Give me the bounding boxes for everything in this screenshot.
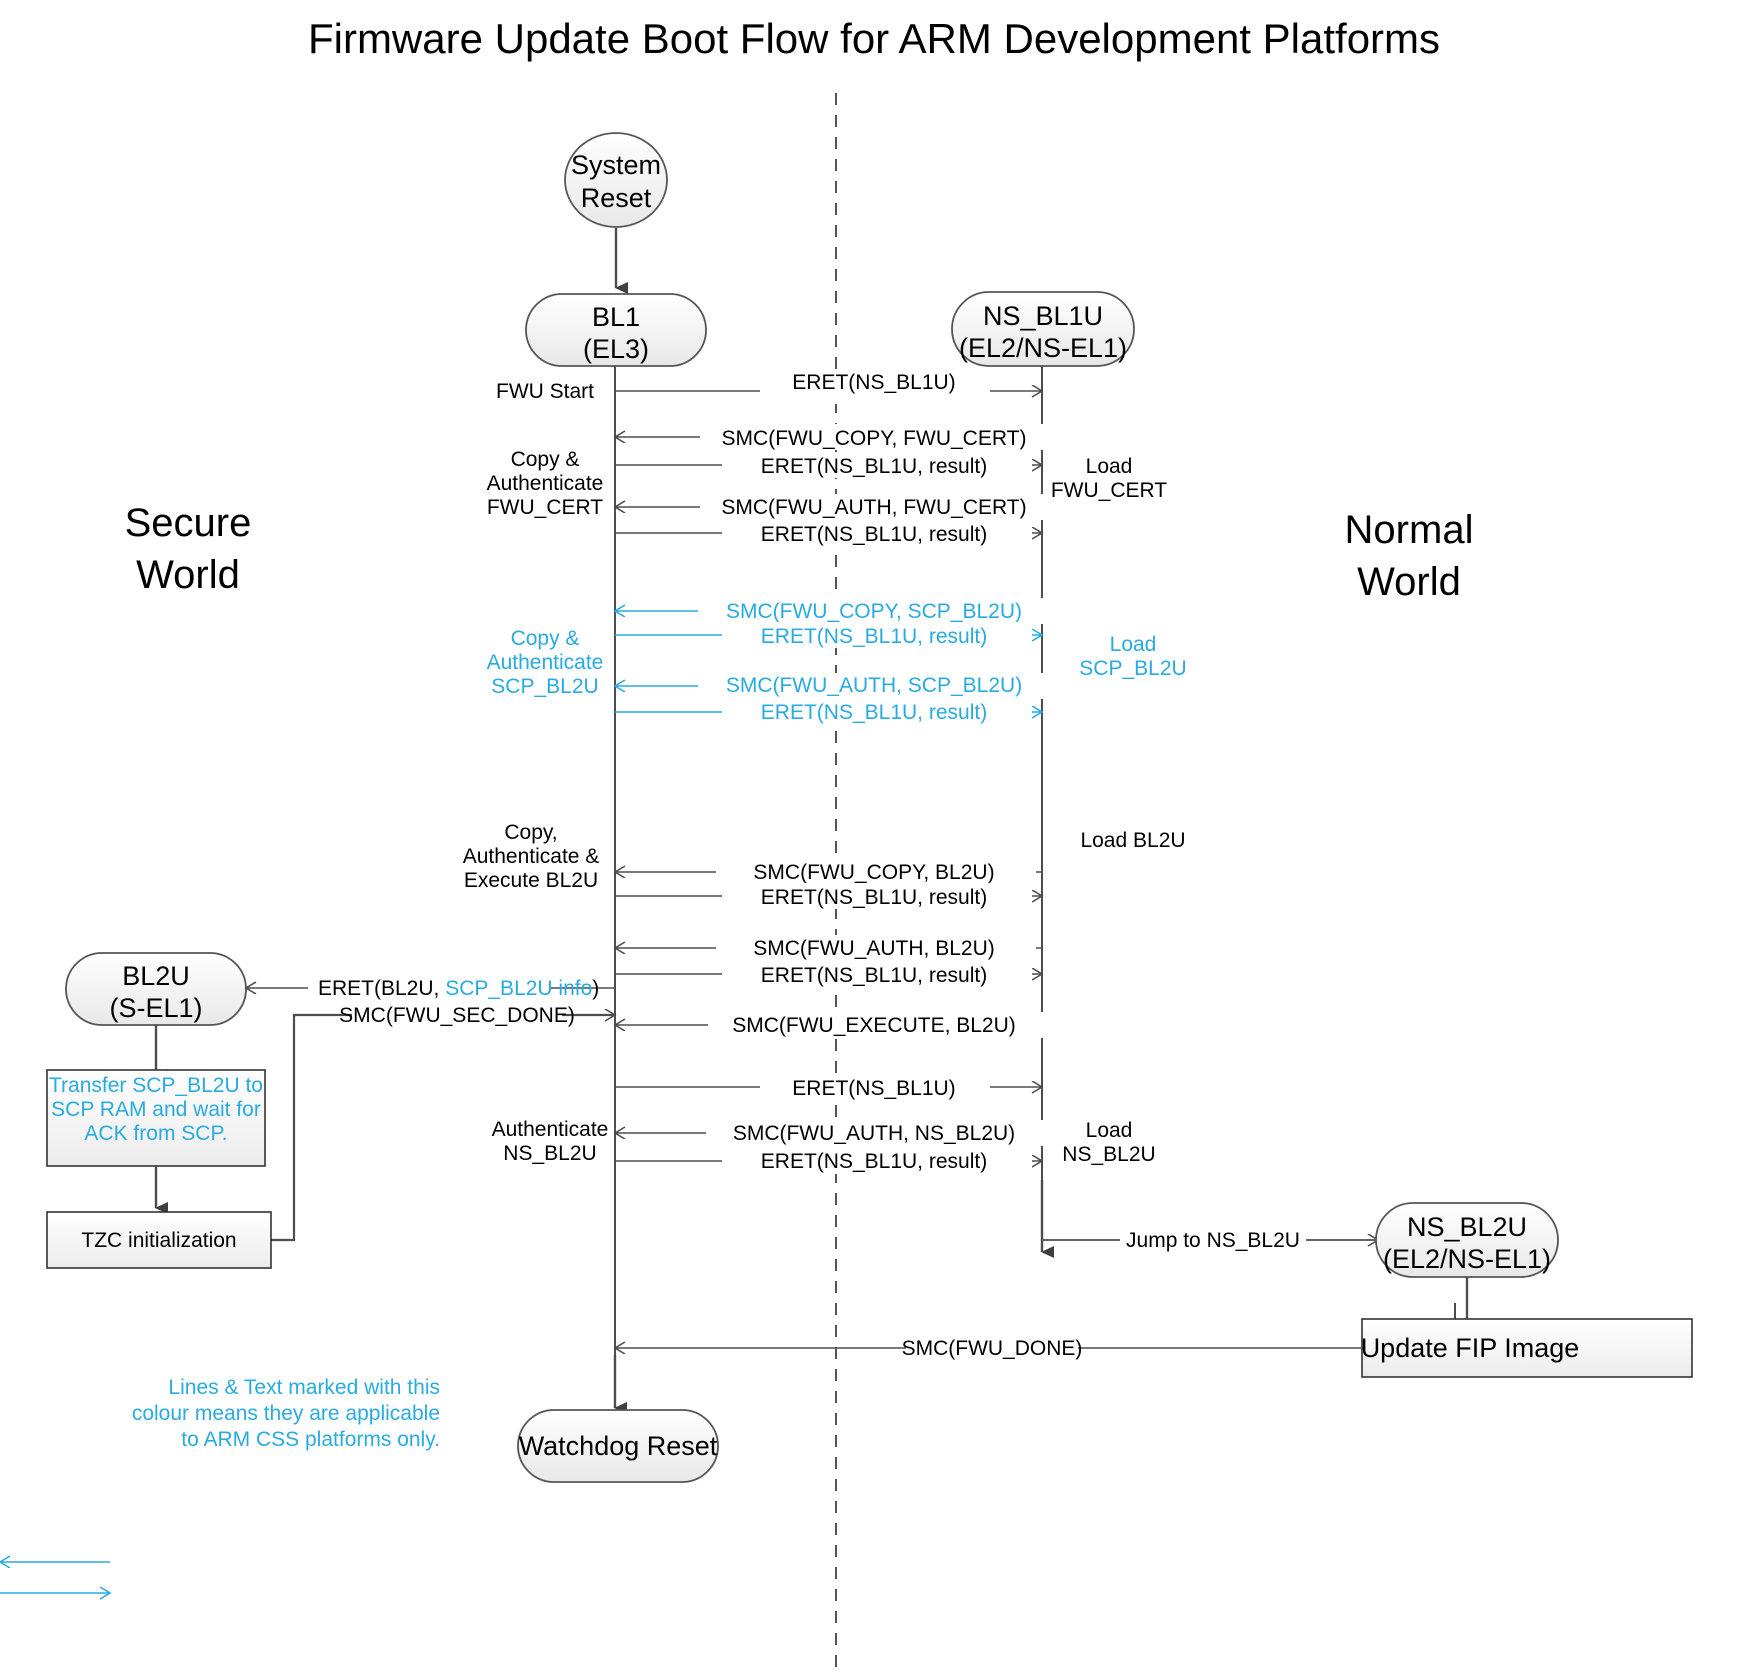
node-bl1-line2: (EL3) bbox=[583, 334, 649, 364]
node-ns-bl2u-line2: (EL2/NS-EL1) bbox=[1383, 1244, 1551, 1274]
svg-text:Normal: Normal bbox=[1345, 508, 1474, 552]
page-title: Firmware Update Boot Flow for ARM Develo… bbox=[308, 15, 1440, 62]
annotation-load-fwu-cert: Load FWU_CERT bbox=[1051, 455, 1167, 502]
annotation-copy-auth-exec-bl2u: Copy, Authenticate & Execute BL2U bbox=[463, 821, 600, 892]
secure-world-label: Secure World bbox=[125, 501, 252, 597]
message-label-m3: ERET(NS_BL1U, result) bbox=[761, 455, 987, 478]
node-ns-bl1u-line2: (EL2/NS-EL1) bbox=[959, 333, 1127, 363]
message-label-m4: SMC(FWU_AUTH, FWU_CERT) bbox=[721, 496, 1026, 519]
svg-text:Authenticate &: Authenticate & bbox=[463, 845, 600, 868]
message-label-smc-fwu-done: SMC(FWU_DONE) bbox=[902, 1337, 1083, 1360]
svg-text:SCP_BL2U: SCP_BL2U bbox=[1079, 657, 1186, 680]
message-label-m5: ERET(NS_BL1U, result) bbox=[761, 523, 987, 546]
svg-text:Load: Load bbox=[1086, 1119, 1133, 1142]
svg-text:Copy,: Copy, bbox=[504, 821, 557, 844]
message-label-m6: SMC(FWU_COPY, SCP_BL2U) bbox=[726, 600, 1022, 623]
annotation-copy-auth-scp-bl2u: Copy & Authenticate SCP_BL2U bbox=[487, 627, 604, 698]
node-ns-bl1u[interactable] bbox=[951, 291, 1135, 367]
node-system-reset-line2: Reset bbox=[581, 183, 652, 213]
eret-bl2u-part3: ) bbox=[592, 977, 599, 1000]
message-label-m2: SMC(FWU_COPY, FWU_CERT) bbox=[722, 427, 1027, 450]
message-label-m12: SMC(FWU_AUTH, BL2U) bbox=[753, 937, 995, 960]
svg-text:World: World bbox=[1357, 560, 1461, 604]
message-label-m13: ERET(NS_BL1U, result) bbox=[761, 964, 987, 987]
node-system-reset-line1: System bbox=[571, 150, 661, 180]
message-label-smc-fwu-sec-done: SMC(FWU_SEC_DONE) bbox=[339, 1004, 575, 1027]
node-watchdog-reset[interactable] bbox=[517, 1409, 719, 1483]
message-label-m16: SMC(FWU_AUTH, NS_BL2U) bbox=[733, 1122, 1015, 1145]
node-ns-bl2u-line1: NS_BL2U bbox=[1407, 1212, 1527, 1242]
annotation-load-bl2u: Load BL2U bbox=[1080, 829, 1185, 852]
node-ns-bl1u-line1: NS_BL1U bbox=[983, 301, 1103, 331]
svg-text:Load BL2U: Load BL2U bbox=[1080, 829, 1185, 852]
svg-text:Authenticate: Authenticate bbox=[487, 472, 604, 495]
message-label-m11: ERET(NS_BL1U, result) bbox=[761, 886, 987, 909]
svg-text:Copy &: Copy & bbox=[511, 627, 580, 650]
eret-bl2u-part1: ERET(BL2U, bbox=[318, 977, 445, 1000]
annotation-load-scp-bl2u: Load SCP_BL2U bbox=[1079, 633, 1186, 680]
node-bl2u-line1: BL2U bbox=[122, 961, 190, 991]
svg-text:Authenticate: Authenticate bbox=[487, 651, 604, 674]
message-label-m15: ERET(NS_BL1U) bbox=[792, 1077, 955, 1100]
annotation-copy-auth-fwu-cert: Copy & Authenticate FWU_CERT bbox=[487, 448, 604, 519]
annotation-fwu-start: FWU Start bbox=[496, 380, 594, 403]
message-label-m17: ERET(NS_BL1U, result) bbox=[761, 1150, 987, 1173]
annotation-load-ns-bl2u: Load NS_BL2U bbox=[1062, 1119, 1155, 1166]
svg-text:Execute BL2U: Execute BL2U bbox=[464, 869, 598, 892]
transfer-scp-line1: Transfer SCP_BL2U to bbox=[49, 1074, 263, 1097]
node-bl1[interactable] bbox=[525, 293, 707, 367]
node-bl1-line1: BL1 bbox=[592, 302, 640, 332]
annotation-authenticate-ns-bl2u: Authenticate NS_BL2U bbox=[492, 1118, 609, 1165]
svg-text:NS_BL2U: NS_BL2U bbox=[503, 1142, 596, 1165]
svg-text:Authenticate: Authenticate bbox=[492, 1118, 609, 1141]
svg-text:FWU_CERT: FWU_CERT bbox=[487, 496, 603, 519]
message-label-eret-bl2u: ERET(BL2U, SCP_BL2U info) bbox=[318, 977, 599, 1000]
svg-text:Copy &: Copy & bbox=[511, 448, 580, 471]
message-label-m14: SMC(FWU_EXECUTE, BL2U) bbox=[732, 1014, 1016, 1037]
node-watchdog-reset-label: Watchdog Reset bbox=[519, 1431, 718, 1461]
legend-line-1: Lines & Text marked with this bbox=[168, 1376, 440, 1399]
svg-text:Secure: Secure bbox=[125, 501, 252, 545]
message-label-m9: ERET(NS_BL1U, result) bbox=[761, 701, 987, 724]
tzc-init-label: TZC initialization bbox=[81, 1229, 236, 1252]
message-label-m1: ERET(NS_BL1U) bbox=[792, 371, 955, 394]
eret-bl2u-part2: SCP_BL2U info bbox=[445, 977, 592, 1000]
process-box-tzc-init[interactable] bbox=[46, 1211, 272, 1269]
svg-text:FWU Start: FWU Start bbox=[496, 380, 594, 403]
node-bl2u-line2: (S-EL1) bbox=[109, 993, 202, 1023]
svg-text:SCP_BL2U: SCP_BL2U bbox=[491, 675, 598, 698]
process-box-transfer-scp[interactable] bbox=[46, 1069, 266, 1167]
message-label-m8: SMC(FWU_AUTH, SCP_BL2U) bbox=[726, 674, 1022, 697]
transfer-scp-line3: ACK from SCP. bbox=[84, 1122, 227, 1145]
update-fip-label: Update FIP Image bbox=[1361, 1333, 1580, 1363]
process-box-update-fip[interactable] bbox=[1361, 1318, 1693, 1378]
message-label-m10: SMC(FWU_COPY, BL2U) bbox=[753, 861, 994, 884]
legend-line-2: colour means they are applicable bbox=[132, 1402, 440, 1425]
legend-line-3: to ARM CSS platforms only. bbox=[181, 1428, 440, 1451]
message-label-jump-to-ns-bl2u: Jump to NS_BL2U bbox=[1126, 1229, 1300, 1252]
svg-text:World: World bbox=[136, 553, 240, 597]
node-system-reset[interactable] bbox=[564, 132, 668, 228]
svg-text:FWU_CERT: FWU_CERT bbox=[1051, 479, 1167, 502]
transfer-scp-line2: SCP RAM and wait for bbox=[51, 1098, 261, 1121]
svg-text:NS_BL2U: NS_BL2U bbox=[1062, 1143, 1155, 1166]
svg-text:Load: Load bbox=[1110, 633, 1157, 656]
svg-text:Load: Load bbox=[1086, 455, 1133, 478]
message-label-m7: ERET(NS_BL1U, result) bbox=[761, 625, 987, 648]
normal-world-label: Normal World bbox=[1345, 508, 1474, 604]
